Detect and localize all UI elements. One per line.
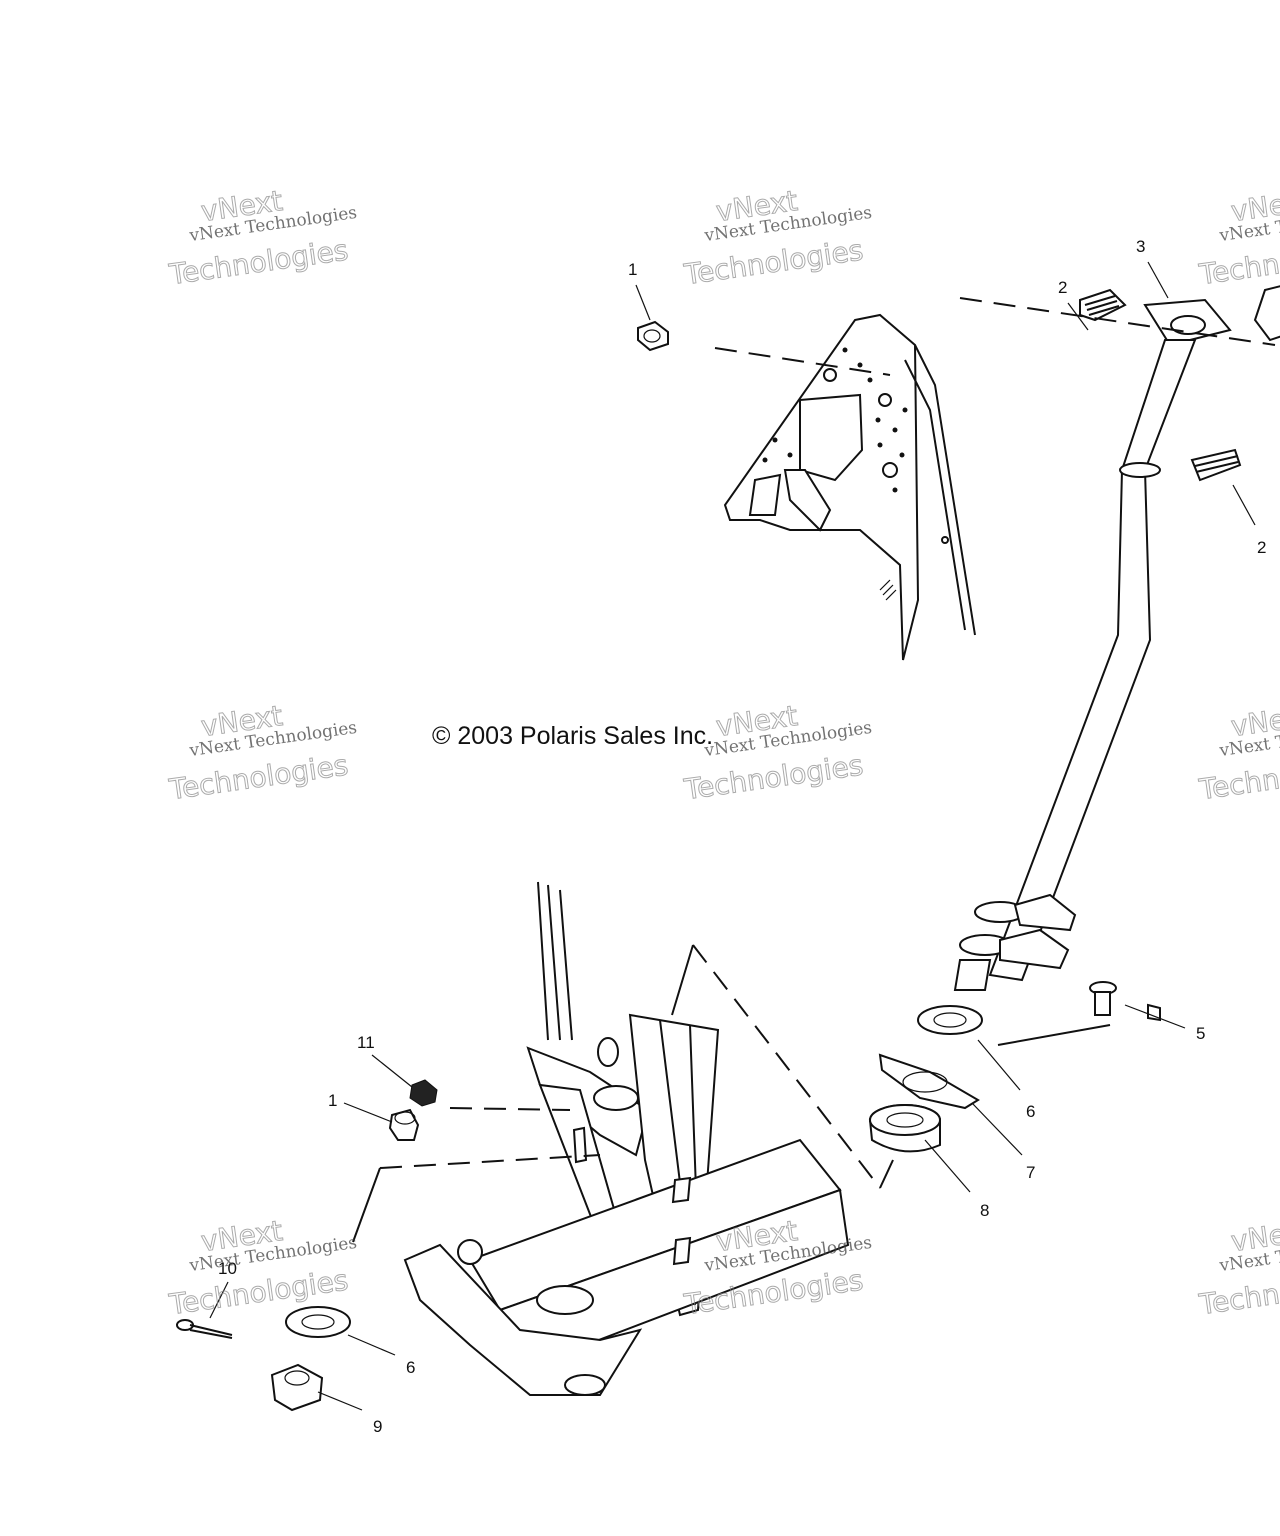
watermark: vNext vNext Technologies Technologies: [1196, 1214, 1280, 1322]
bearing-8: [868, 1104, 941, 1153]
steering-post: [953, 298, 1232, 991]
cotter-pin-10: [176, 1319, 233, 1339]
callout-1-lower: 1: [328, 1091, 337, 1110]
castle-nut-9: [270, 1363, 324, 1412]
washer-6-left: [285, 1306, 351, 1338]
callout-7: 7: [1026, 1163, 1035, 1182]
callout-10: 10: [218, 1259, 237, 1278]
nut-1-top: [637, 320, 669, 352]
watermark: vNext vNext Technologies Technologies: [1196, 184, 1280, 292]
watermark: vNext vNext Technologies Technologies: [1196, 699, 1280, 807]
lock-nut-11: [409, 1079, 438, 1107]
watermark: vNext vNext Technologies Technologies: [166, 184, 358, 292]
watermarks: vNext vNext Technologies Technologies vN…: [166, 184, 1280, 1322]
callout-2-lower: 2: [1257, 538, 1266, 557]
callout-1-top: 1: [628, 260, 637, 279]
callout-5: 5: [1196, 1024, 1205, 1043]
washer-6-right: [917, 1005, 983, 1035]
callout-2-upper: 2: [1058, 278, 1067, 297]
callout-6-right: 6: [1026, 1102, 1035, 1121]
callout-labels: 1 2 3 2 1 11 5 6 7 8 10 6 9: [218, 237, 1266, 1436]
bracket-edge: [1253, 285, 1280, 342]
watermark: vNext vNext Technologies Technologies: [166, 699, 358, 807]
leader-lines: [209, 261, 1256, 1411]
watermark: vNext vNext Technologies Technologies: [681, 184, 873, 292]
bushing-2-upper: [1079, 288, 1127, 322]
lower-frame: [403, 881, 850, 1396]
bushing-2-lower: [1190, 448, 1242, 482]
watermark: vNext vNext Technologies Technologies: [681, 699, 873, 807]
flange-plate-7: [878, 1053, 980, 1110]
assembly-lines: [352, 297, 1276, 1243]
callout-8: 8: [980, 1201, 989, 1220]
callout-9: 9: [373, 1417, 382, 1436]
copyright-notice: © 2003 Polaris Sales Inc.: [432, 722, 713, 750]
callout-11: 11: [357, 1033, 375, 1052]
upper-frame-plate: [723, 313, 976, 661]
callout-6-left: 6: [406, 1358, 415, 1377]
bolt-5: [1089, 981, 1161, 1022]
watermark: vNext vNext Technologies Technologies: [166, 1214, 358, 1322]
callout-3: 3: [1136, 237, 1145, 256]
nut-1-lower: [388, 1108, 420, 1141]
